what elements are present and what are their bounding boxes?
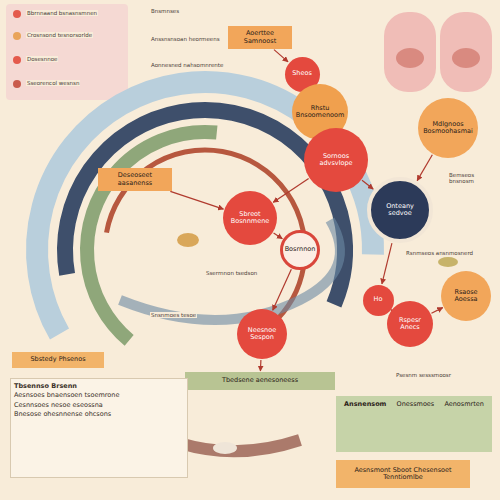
process-circle: Mdlgnoos Bosmoohasmai [418, 98, 478, 158]
node-title: Deseoseet aasanenss [101, 172, 169, 187]
node-title: Sornoos advsvlope [307, 153, 365, 168]
note-label: Bbrnnaand bsnasnsmnen [26, 10, 98, 16]
node-title: Rspesr Anecs [390, 317, 430, 332]
node-title: Tbsennso Brsenn [14, 383, 77, 390]
note-label: Bemseos bnsnosm [448, 172, 500, 185]
process-box: Tbsennso BrsennAesnsoes bnaensoen tsoemr… [10, 378, 188, 478]
node-title: Rhstu Bnsoomenoom [295, 105, 345, 120]
process-box: Tbedsene aenesoneess [185, 372, 335, 390]
top-left-panel [6, 4, 128, 100]
process-circle: Rspesr Anecs [387, 301, 433, 347]
node-body: Cesnnsoes nesoe eseossna [14, 402, 103, 409]
node-title: Tbedsene aenesoneess [222, 377, 298, 384]
node-title: Sbstedy Phsenos [30, 356, 85, 363]
flow-arrow [274, 50, 288, 62]
flow-arrow [260, 360, 262, 371]
flow-arrow [362, 180, 373, 189]
node-title: Bosrnnon [285, 246, 316, 253]
flow-arrow [170, 191, 223, 209]
process-box: Aesnsmont Sboot Chesensoet Tenntiomlbe [336, 460, 470, 488]
flow-arrow [273, 178, 308, 202]
node-body: Aenosmrten [444, 401, 484, 408]
organ-panels [384, 12, 492, 92]
note-label: Crosnsond tesnorsorlde [26, 32, 93, 38]
note-label: Dosesnnoe [26, 56, 58, 62]
node-title: Mdlgnoos Bosmoohasmai [421, 121, 475, 136]
note-label: Bnsmnses [150, 8, 180, 14]
icon [13, 32, 21, 40]
node-title: Sbreot Bosnnmene [226, 211, 274, 226]
node-title: Aoerttee Samnoost [231, 30, 289, 45]
process-circle: Ho [363, 285, 394, 316]
note-label: Aonnesned nahsomnrente [150, 62, 224, 68]
node-title: Ho [374, 296, 383, 303]
flow-arrow [417, 155, 432, 181]
icon [13, 80, 21, 88]
flow-arrow [382, 243, 392, 284]
process-circle: Sornoos advsvlope [304, 128, 368, 192]
icon [13, 10, 21, 18]
node-title: Sheos [292, 70, 312, 77]
note-label: Psesnm sesssmoosr [395, 372, 452, 378]
process-box: Sbstedy Phsenos [12, 352, 104, 368]
flow-arrow [274, 233, 283, 239]
node-title: Ansnensom [344, 401, 386, 408]
note-label: Sseorencol wesnsn [26, 80, 80, 86]
node-body: Aesnsoes bnaensoen tsoemrone [14, 392, 119, 399]
node-title: Neesnoe Sespon [240, 327, 284, 342]
node-title: Rsaose Aoessa [444, 289, 488, 304]
flow-arrow [273, 269, 292, 310]
process-box: Aoerttee Samnoost [228, 26, 292, 49]
process-circle: Onteany sedvoe [367, 177, 433, 243]
node-body: Bnesose ohesnnense ohcsons [14, 411, 111, 418]
note-label: Anssnsnsoan heormeens [150, 36, 221, 42]
note-label: Sserrnnon tsedson [205, 270, 258, 276]
process-circle: Neesnoe Sespon [237, 309, 287, 359]
node-title: Aesnsmont Sboot Chesensoet Tenntiomlbe [339, 467, 467, 482]
node-title: Onteany sedvoe [374, 203, 426, 218]
process-circle: Rsaose Aoessa [441, 271, 491, 321]
process-circle: Sbreot Bosnnmene [223, 191, 277, 245]
process-circle: Bosrnnon [280, 230, 320, 270]
process-box: Ansnensom Onessmoes Aenosmrten [336, 396, 492, 452]
flow-arrow [431, 308, 442, 314]
icon [13, 56, 21, 64]
note-label: Snsnmoes tesoe [150, 312, 197, 318]
note-label: Rsnmseos ansnmosnerd [405, 250, 474, 256]
process-box: Deseoseet aasanenss [98, 168, 172, 191]
node-body: Onessmoes [397, 401, 435, 408]
